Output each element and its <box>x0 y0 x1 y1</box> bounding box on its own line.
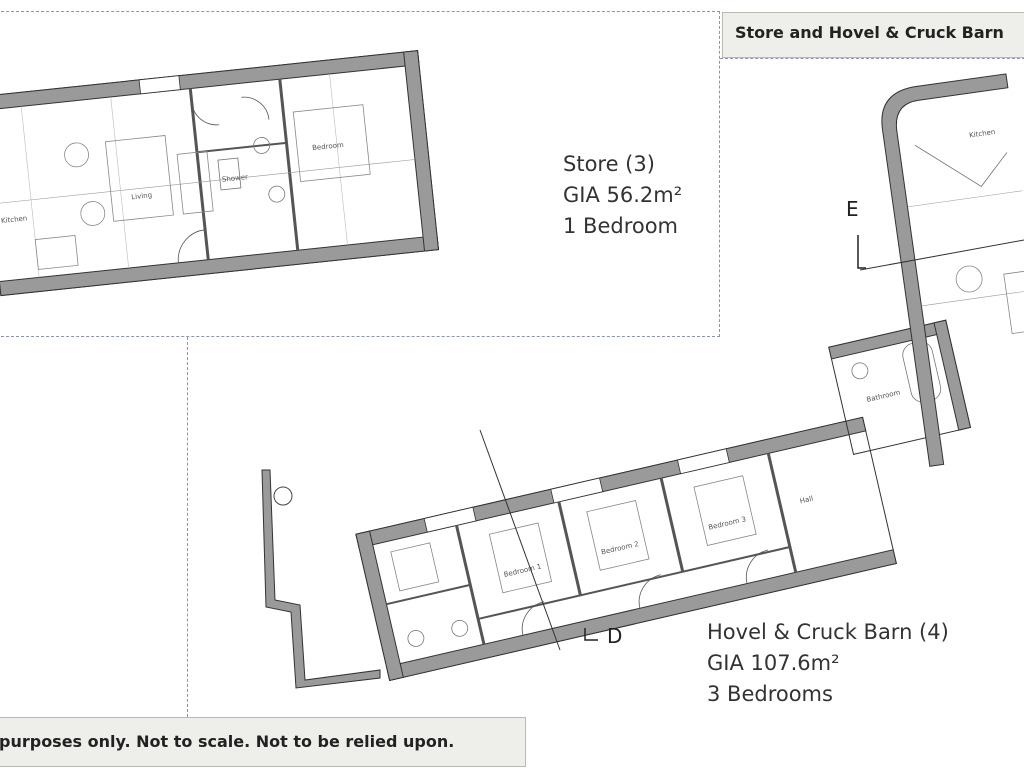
hovel-area: GIA 107.6m² <box>707 651 840 675</box>
store-bedrooms: 1 Bedroom <box>563 214 679 238</box>
plan-title: Store and Hovel & Cruck Barn <box>735 23 1004 42</box>
hovel-floor-plan: Bedroom 1 Bedroom 2 Bedroom 3 Hall <box>355 416 897 682</box>
plan-title-box: Store and Hovel & Cruck Barn <box>722 12 1024 58</box>
hovel-room-label: Bedroom 3 <box>708 515 747 531</box>
panel-divider <box>720 58 1024 59</box>
store-info: Store (3) GIA 56.2m² 1 Bedroom <box>563 149 682 242</box>
section-marker-d: D <box>607 624 623 648</box>
store-panel <box>0 11 720 337</box>
panel-divider <box>187 337 188 717</box>
hovel-room-label: Kitchen <box>969 128 996 140</box>
store-room-label: Living <box>131 191 153 201</box>
cruck-barn-kitchen-wing: Kitchen <box>881 73 1024 467</box>
store-name: Store (3) <box>563 152 655 176</box>
hovel-room-label: Bathroom <box>866 388 901 404</box>
section-line-e <box>859 239 1024 271</box>
hovel-room-label: Bedroom 1 <box>503 563 542 579</box>
garden-feature-icon <box>273 486 293 506</box>
disclaimer-text: purposes only. Not to scale. Not to be r… <box>0 732 455 751</box>
section-line-d <box>479 429 561 651</box>
store-area: GIA 56.2m² <box>563 183 683 207</box>
hovel-room-label: Hall <box>799 495 814 506</box>
hovel-info: Hovel & Cruck Barn (4) GIA 107.6m² 3 Bed… <box>707 617 949 710</box>
hovel-name: Hovel & Cruck Barn (4) <box>707 620 949 644</box>
hovel-room-label: Bedroom 2 <box>600 540 639 556</box>
store-room-label: Bedroom <box>312 141 345 152</box>
garden-wall <box>261 469 381 689</box>
store-floor-plan: Kitchen Living Shower Bedroom <box>0 50 440 297</box>
store-room-label: Kitchen <box>1 214 28 225</box>
disclaimer-box: purposes only. Not to scale. Not to be r… <box>0 717 526 767</box>
store-room-label: Shower <box>222 173 249 184</box>
hovel-bedrooms: 3 Bedrooms <box>707 682 833 706</box>
section-marker-e: E <box>846 197 859 221</box>
